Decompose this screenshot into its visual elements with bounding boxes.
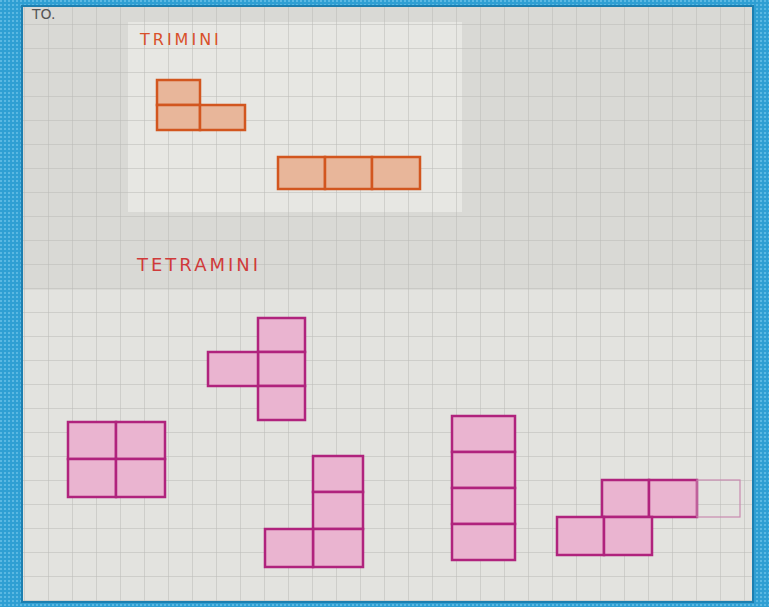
cell: [116, 459, 165, 497]
cell: [258, 352, 305, 386]
cell: [278, 157, 325, 189]
cell: [200, 105, 245, 130]
cell: [557, 517, 604, 555]
frame-edge: [22, 6, 753, 602]
cell: [258, 386, 305, 420]
cell: [265, 529, 313, 567]
cell: [452, 488, 515, 524]
paper: [22, 6, 753, 602]
cell: [157, 105, 200, 130]
cell: [602, 480, 649, 517]
cell: [157, 80, 200, 105]
cell: [68, 422, 116, 459]
cell: [452, 452, 515, 488]
section-heading: TETRAMINI: [137, 254, 261, 275]
tetramino-shapes: [68, 318, 697, 567]
corner-note: TO.: [32, 6, 55, 22]
cell: [258, 318, 305, 352]
cell: [372, 157, 420, 189]
cell: [313, 492, 363, 529]
cell: [325, 157, 372, 189]
cell: [208, 352, 258, 386]
cell: [68, 459, 116, 497]
cell: [313, 456, 363, 492]
grid-lines: [22, 6, 753, 602]
cell: [604, 517, 652, 555]
section-heading: TRIMINI: [140, 30, 222, 49]
sketch-cell: [697, 480, 740, 517]
trimino-shapes: [157, 80, 420, 189]
cell: [649, 480, 697, 517]
cell: [452, 524, 515, 560]
cell: [116, 422, 165, 459]
cell: [313, 529, 363, 567]
cell: [452, 416, 515, 452]
